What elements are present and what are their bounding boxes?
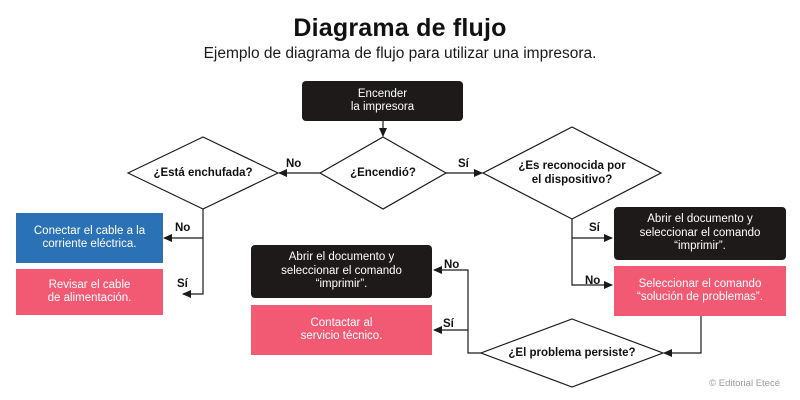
start-box-label: Encender la impresora (350, 87, 415, 114)
troubleshoot-label: Seleccionar el comando “solución de prob… (637, 277, 763, 304)
edge-label-recognized-no: No (585, 275, 601, 287)
decision-recognized-text: ¿Es reconocida por el dispositivo? (518, 160, 626, 186)
open-document-left-label: Abrir el documento y seleccionar el coma… (281, 251, 402, 291)
open-document-right-box: Abrir el documento y seleccionar el coma… (614, 207, 786, 260)
edge-label-plugged-no: No (175, 222, 191, 234)
page-subtitle: Ejemplo de diagrama de flujo para utiliz… (203, 45, 597, 62)
connector-plugged-branches (182, 209, 204, 298)
edge-label-persists-yes: Sí (443, 318, 454, 330)
page-title: Diagrama de flujo (293, 14, 507, 42)
contact-support-box: Contactar al servicio técnico. (251, 305, 432, 355)
edge-label-plugged-yes: Sí (177, 278, 188, 290)
connector-recognized-branches (571, 219, 613, 289)
start-box: Encender la impresora (302, 81, 463, 121)
edge-label-on-no: No (286, 158, 302, 170)
check-cable-box: Revisar el cable de alimentación. (16, 269, 163, 315)
edge-label-persists-no: No (444, 259, 460, 271)
decision-on-text: ¿Encendió? (350, 167, 416, 179)
decision-persists-text: ¿El problema persiste? (508, 347, 636, 359)
open-document-left-box: Abrir el documento y seleccionar el coma… (251, 245, 432, 298)
check-cable-label: Revisar el cable de alimentación. (47, 278, 132, 305)
edge-label-on-yes: Sí (458, 158, 469, 170)
open-document-right-label: Abrir el documento y seleccionar el coma… (639, 213, 761, 253)
decision-diamond-persists (479, 318, 665, 388)
contact-support-label: Contactar al servicio técnico. (300, 316, 383, 343)
connect-cable-label: Conectar el cable a la corriente eléctri… (33, 224, 146, 251)
troubleshoot-box: Seleccionar el comando “solución de prob… (614, 266, 786, 316)
connector-persists-branches (433, 266, 481, 354)
edge-label-recognized-yes: Sí (589, 222, 600, 234)
connector-troubleshoot-to-persists (663, 316, 702, 357)
connect-cable-box: Conectar el cable a la corriente eléctri… (16, 213, 163, 263)
decision-plugged-text: ¿Está enchufada? (153, 167, 253, 179)
decision-diamond-on (318, 136, 448, 210)
credit-text: © Editorial Etecé (709, 378, 780, 389)
